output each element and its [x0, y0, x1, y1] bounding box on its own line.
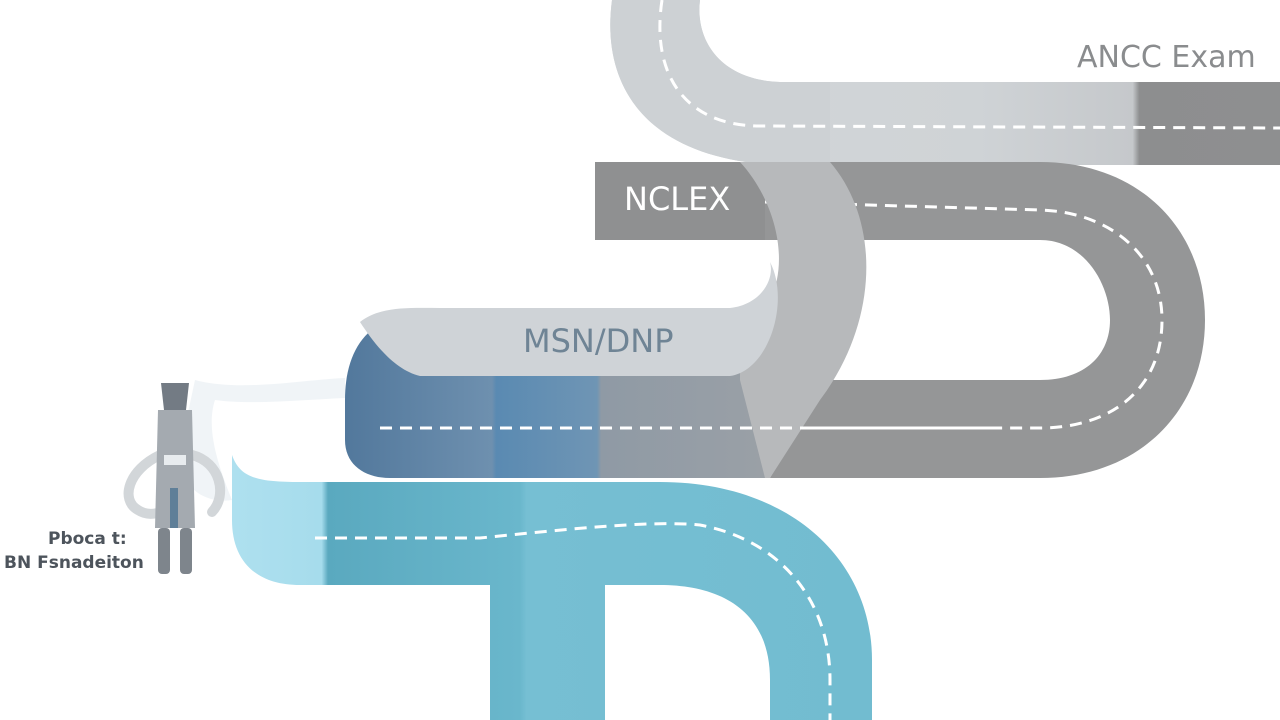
road-ancc-lane — [658, 0, 1280, 130]
road-start-surface — [232, 455, 872, 720]
road-connector-curve — [734, 162, 867, 478]
road-nclex-band — [595, 162, 765, 240]
nurse-arm-outline-right — [187, 450, 226, 517]
nurse-figure — [123, 383, 226, 574]
nurse-leg-right — [180, 528, 192, 574]
road-ancc-top-curve — [610, 0, 830, 165]
stage-label-msn-dnp: MSN/DNP — [523, 322, 674, 360]
road-nclex-surface — [595, 162, 1205, 478]
road-ancc — [610, 0, 1280, 165]
nurse-cap — [161, 383, 189, 410]
road-nclex-lane — [764, 200, 1164, 430]
road-msn — [345, 262, 1000, 478]
nurse-body — [155, 410, 195, 528]
ribbon-glow — [179, 378, 345, 501]
nurse-belt — [170, 488, 178, 528]
nurse-leg-left — [158, 528, 170, 574]
road-start — [232, 455, 872, 720]
road-nclex — [595, 162, 1205, 478]
road-start-lane — [315, 522, 832, 720]
start-label: Pboca t: BN Fsnadeiton — [4, 527, 144, 575]
start-label-line-1: Pboca t: — [48, 529, 127, 549]
stage-label-ancc-exam: ANCC Exam — [1077, 40, 1256, 75]
start-label-line-2: BN Fsnadeiton — [4, 553, 144, 573]
road-msn-top — [360, 262, 778, 376]
stage-label-nclex: NCLEX — [624, 180, 731, 218]
nurse-collar — [164, 455, 186, 465]
